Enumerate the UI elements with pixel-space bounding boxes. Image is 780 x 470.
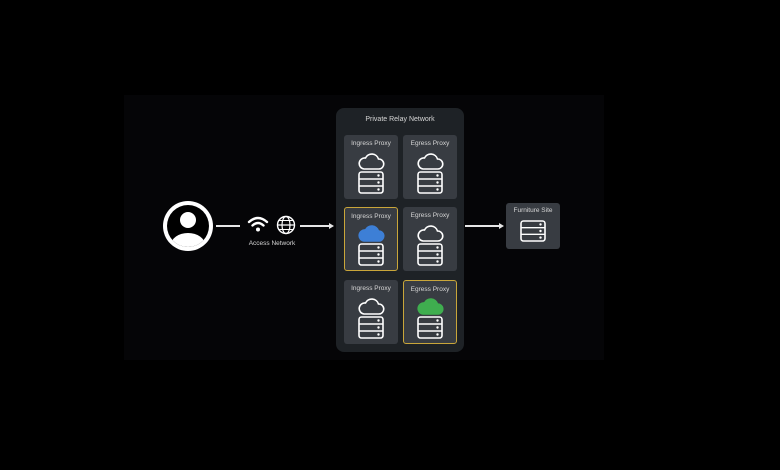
egress-proxy-tile-active: Egress Proxy xyxy=(403,280,457,344)
tile-label: Ingress Proxy xyxy=(351,140,391,147)
connector-line xyxy=(465,225,500,227)
cloud-server-icon xyxy=(358,153,385,194)
cloud-server-icon xyxy=(417,225,444,266)
egress-proxy-tile: Egress Proxy xyxy=(403,135,457,199)
user-icon xyxy=(163,201,213,251)
server-icon xyxy=(520,220,546,242)
network-title: Private Relay Network xyxy=(365,116,435,123)
globe-icon xyxy=(276,215,296,235)
connector-line xyxy=(300,225,330,227)
arrow-head-icon xyxy=(499,222,504,229)
tile-label: Egress Proxy xyxy=(410,286,450,293)
tile-label: Egress Proxy xyxy=(410,140,450,147)
tile-label: Ingress Proxy xyxy=(351,285,391,292)
cloud-server-icon xyxy=(417,298,444,339)
wifi-icon xyxy=(247,216,269,232)
cloud-server-icon xyxy=(358,225,385,266)
cloud-server-icon xyxy=(358,298,385,339)
ingress-proxy-tile: Ingress Proxy xyxy=(344,280,398,344)
ingress-proxy-tile: Ingress Proxy xyxy=(344,135,398,199)
egress-proxy-tile: Egress Proxy xyxy=(403,207,457,271)
access-network-label: Access Network xyxy=(248,240,296,247)
furniture-site-node: Furniture Site xyxy=(506,203,560,249)
ingress-proxy-tile-active: Ingress Proxy xyxy=(344,207,398,271)
tile-label: Egress Proxy xyxy=(410,212,450,219)
cloud-server-icon xyxy=(417,153,444,194)
connector-line xyxy=(216,225,240,227)
destination-label: Furniture Site xyxy=(513,207,553,214)
tile-label: Ingress Proxy xyxy=(351,213,391,220)
arrow-head-icon xyxy=(329,222,334,229)
